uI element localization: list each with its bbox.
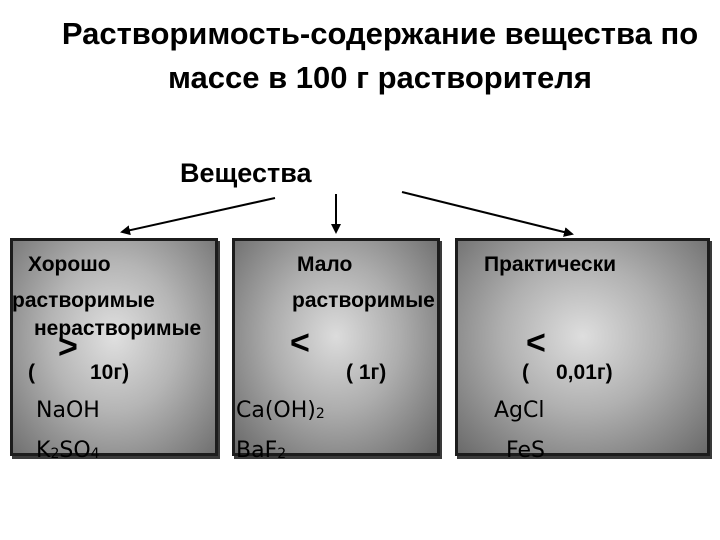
group-3-example-1: AgCl xyxy=(494,398,545,423)
substances-heading: Вещества xyxy=(180,158,312,188)
group-2-example-1: Ca(OH)2 xyxy=(236,398,325,423)
group-3-example-2: FeS xyxy=(506,438,545,463)
group-1-paren: ( xyxy=(28,361,35,384)
arrow-right xyxy=(401,191,574,237)
group-3-line2: нерастворимые xyxy=(34,317,202,340)
group-3-paren: ( xyxy=(522,361,529,384)
slide-title: Растворимость-содержание вещества по мас… xyxy=(61,16,699,95)
group-1-symbol: > xyxy=(58,328,78,366)
group-2-line2: растворимые xyxy=(292,289,435,312)
box-well-soluble xyxy=(10,238,218,456)
group-3-line1: Практически xyxy=(484,253,616,276)
box-insoluble xyxy=(455,238,710,456)
group-1-line2: растворимые xyxy=(12,289,155,312)
group-2-example-2: BaF2 xyxy=(236,438,287,463)
group-1-line1: Хорошо xyxy=(28,253,111,276)
group-1-example-2: K2SO4 xyxy=(36,438,100,463)
group-1-example-1: NaOH xyxy=(36,398,100,423)
group-2-symbol: < xyxy=(290,324,310,362)
box-slightly-soluble xyxy=(232,238,440,456)
arrow-left xyxy=(120,197,276,236)
group-3-amount: 0,01г) xyxy=(556,361,613,384)
group-3-symbol: < xyxy=(526,324,546,362)
group-2-amount: ( 1г) xyxy=(346,361,387,384)
group-1-amount: 10г) xyxy=(90,361,130,384)
group-2-line1: Мало xyxy=(297,253,353,276)
